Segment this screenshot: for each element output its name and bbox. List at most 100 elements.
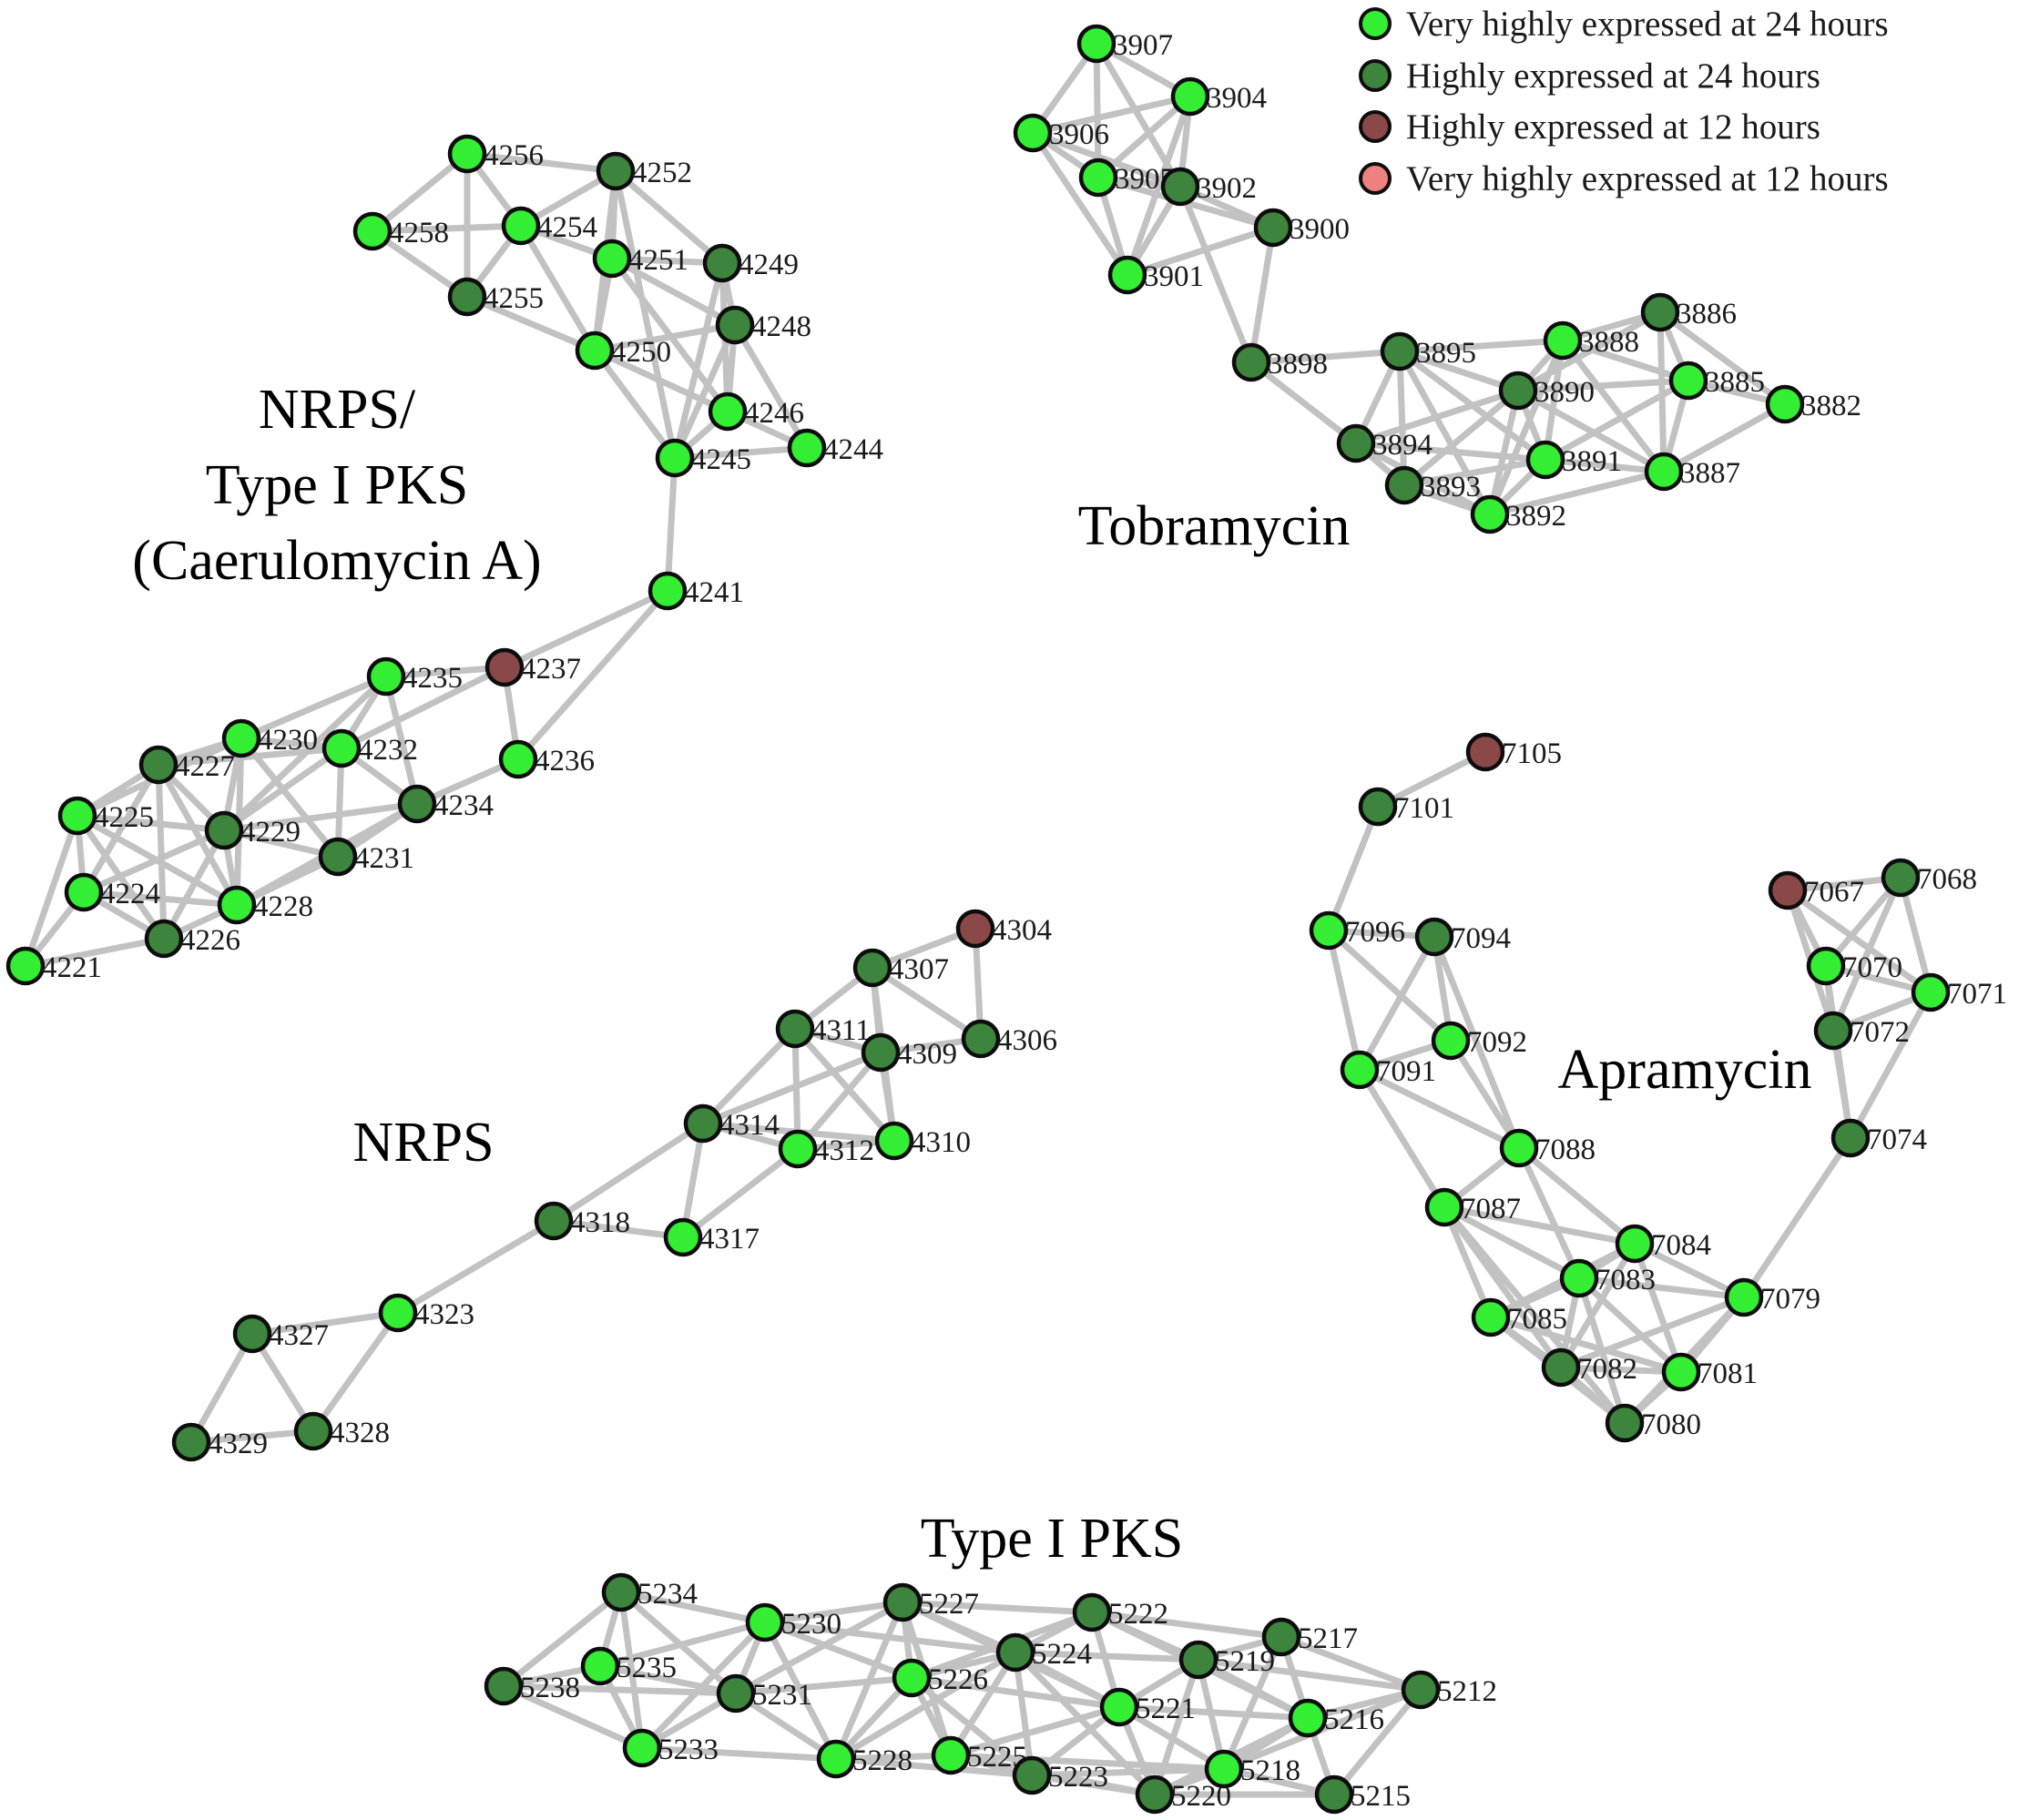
node-circle[interactable]: [1160, 167, 1200, 207]
gene-node-3907[interactable]: 3907: [1076, 24, 1173, 64]
gene-node-3888[interactable]: 3888: [1543, 320, 1639, 361]
node-circle[interactable]: [1424, 1187, 1464, 1227]
node-circle[interactable]: [892, 1658, 932, 1698]
gene-node-4224[interactable]: 4224: [64, 872, 160, 912]
node-circle[interactable]: [1525, 440, 1565, 480]
gene-node-5225[interactable]: 5225: [931, 1735, 1027, 1775]
node-circle[interactable]: [852, 948, 892, 988]
gene-node-7083[interactable]: 7083: [1559, 1258, 1656, 1298]
node-circle[interactable]: [1261, 1617, 1301, 1657]
gene-node-4227[interactable]: 4227: [138, 745, 235, 785]
gene-node-5234[interactable]: 5234: [601, 1572, 698, 1612]
node-circle[interactable]: [447, 134, 487, 174]
node-circle[interactable]: [1314, 1774, 1354, 1815]
gene-node-7071[interactable]: 7071: [1911, 972, 2007, 1012]
gene-node-5228[interactable]: 5228: [816, 1739, 913, 1779]
gene-node-4254[interactable]: 4254: [501, 206, 597, 246]
gene-node-7105[interactable]: 7105: [1465, 732, 1562, 772]
node-circle[interactable]: [1806, 946, 1846, 986]
gene-node-3905[interactable]: 3905: [1078, 158, 1175, 198]
gene-node-3890[interactable]: 3890: [1498, 371, 1595, 411]
node-circle[interactable]: [622, 1728, 662, 1768]
gene-node-7096[interactable]: 7096: [1309, 910, 1405, 951]
gene-node-4258[interactable]: 4258: [352, 211, 449, 251]
gene-node-3894[interactable]: 3894: [1336, 423, 1433, 463]
gene-node-7101[interactable]: 7101: [1358, 787, 1454, 827]
node-circle[interactable]: [1401, 1670, 1441, 1710]
node-circle[interactable]: [1668, 361, 1708, 401]
node-circle[interactable]: [397, 784, 437, 824]
node-circle[interactable]: [1559, 1258, 1599, 1298]
gene-node-3904[interactable]: 3904: [1170, 76, 1267, 117]
node-circle[interactable]: [702, 243, 742, 283]
node-circle[interactable]: [1013, 113, 1053, 153]
gene-node-7081[interactable]: 7081: [1661, 1352, 1758, 1392]
node-circle[interactable]: [1012, 1755, 1052, 1795]
node-circle[interactable]: [1813, 1011, 1853, 1051]
gene-node-3900[interactable]: 3900: [1253, 208, 1350, 248]
gene-node-4306[interactable]: 4306: [961, 1019, 1057, 1059]
gene-node-4328[interactable]: 4328: [293, 1411, 390, 1451]
node-circle[interactable]: [716, 1673, 756, 1713]
gene-node-7074[interactable]: 7074: [1830, 1118, 1927, 1158]
node-circle[interactable]: [745, 1602, 785, 1642]
gene-node-3882[interactable]: 3882: [1765, 384, 1861, 424]
node-circle[interactable]: [655, 438, 695, 478]
gene-node-4230[interactable]: 4230: [221, 718, 318, 758]
gene-node-4228[interactable]: 4228: [217, 885, 313, 925]
node-circle[interactable]: [961, 1019, 1001, 1059]
node-circle[interactable]: [318, 837, 358, 877]
gene-node-3891[interactable]: 3891: [1525, 440, 1622, 480]
node-circle[interactable]: [293, 1411, 333, 1451]
node-circle[interactable]: [378, 1293, 418, 1333]
gene-node-4248[interactable]: 4248: [715, 305, 811, 345]
node-circle[interactable]: [874, 1121, 914, 1161]
node-circle[interactable]: [1661, 1352, 1701, 1392]
node-circle[interactable]: [1830, 1118, 1871, 1158]
gene-node-5238[interactable]: 5238: [484, 1666, 580, 1706]
node-circle[interactable]: [1541, 1347, 1581, 1388]
node-circle[interactable]: [1288, 1698, 1328, 1738]
node-circle[interactable]: [1384, 465, 1424, 505]
gene-node-7082[interactable]: 7082: [1541, 1347, 1637, 1388]
gene-node-4252[interactable]: 4252: [596, 151, 692, 191]
node-circle[interactable]: [596, 151, 636, 191]
gene-node-5235[interactable]: 5235: [580, 1646, 677, 1686]
gene-node-7079[interactable]: 7079: [1724, 1277, 1820, 1317]
gene-node-4232[interactable]: 4232: [321, 728, 418, 768]
gene-node-7091[interactable]: 7091: [1340, 1050, 1436, 1090]
node-circle[interactable]: [1309, 910, 1349, 951]
node-circle[interactable]: [1178, 1640, 1218, 1680]
node-circle[interactable]: [1431, 1021, 1471, 1061]
node-circle[interactable]: [138, 745, 178, 785]
gene-node-4234[interactable]: 4234: [397, 784, 494, 824]
node-circle[interactable]: [1768, 870, 1808, 910]
gene-node-4311[interactable]: 4311: [775, 1009, 871, 1049]
node-circle[interactable]: [663, 1217, 703, 1257]
gene-node-4323[interactable]: 4323: [378, 1293, 474, 1333]
node-circle[interactable]: [1076, 24, 1116, 64]
node-circle[interactable]: [64, 872, 104, 912]
gene-node-4221[interactable]: 4221: [5, 946, 102, 986]
gene-node-4314[interactable]: 4314: [683, 1103, 780, 1144]
gene-node-4255[interactable]: 4255: [447, 277, 544, 317]
gene-node-4226[interactable]: 4226: [144, 919, 240, 959]
node-circle[interactable]: [787, 428, 827, 468]
gene-node-4249[interactable]: 4249: [702, 243, 799, 283]
node-circle[interactable]: [1470, 494, 1510, 534]
gene-node-5223[interactable]: 5223: [1012, 1755, 1108, 1795]
node-circle[interactable]: [575, 330, 615, 371]
gene-node-3898[interactable]: 3898: [1231, 342, 1328, 382]
gene-node-4229[interactable]: 4229: [204, 810, 301, 850]
gene-node-5212[interactable]: 5212: [1401, 1670, 1497, 1710]
gene-node-4231[interactable]: 4231: [318, 837, 414, 877]
node-circle[interactable]: [144, 919, 184, 959]
node-circle[interactable]: [1231, 342, 1271, 382]
node-circle[interactable]: [1498, 371, 1538, 411]
gene-node-5221[interactable]: 5221: [1099, 1687, 1196, 1727]
node-circle[interactable]: [955, 909, 995, 949]
node-circle[interactable]: [1644, 452, 1684, 492]
gene-node-4245[interactable]: 4245: [655, 438, 751, 478]
gene-node-4225[interactable]: 4225: [57, 796, 154, 836]
gene-node-5233[interactable]: 5233: [622, 1728, 719, 1768]
